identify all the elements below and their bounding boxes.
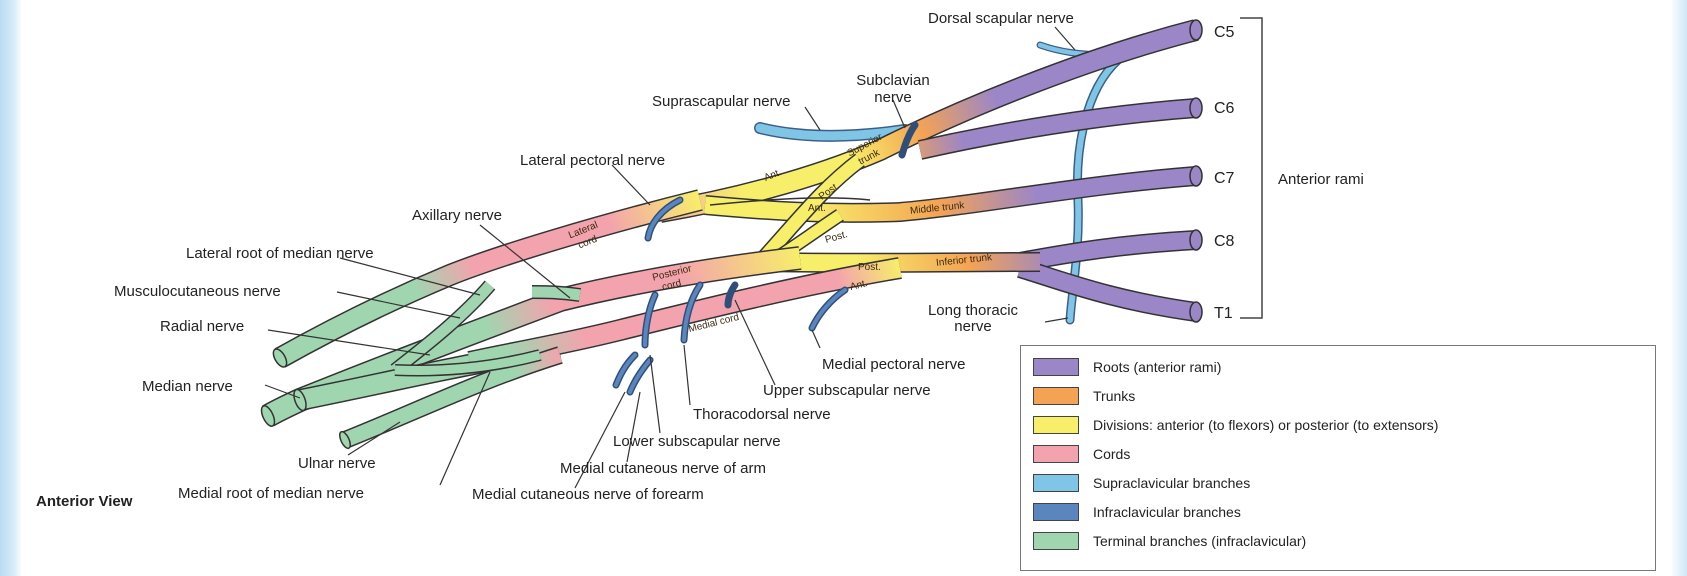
legend-swatch-terminal xyxy=(1033,532,1079,550)
legend-swatch-supraclavicular xyxy=(1033,474,1079,492)
radial-label: Radial nerve xyxy=(160,318,244,335)
legend-item-divisions: Divisions: anterior (to flexors) or post… xyxy=(1033,414,1653,438)
anterior-rami-bracket xyxy=(1240,18,1262,318)
subclavian-label-1: Subclavian xyxy=(848,72,938,89)
legend-label-trunks: Trunks xyxy=(1093,388,1135,404)
legend-label-cords: Cords xyxy=(1093,446,1130,462)
legend-swatch-trunks xyxy=(1033,387,1079,405)
ulnar-label: Ulnar nerve xyxy=(298,455,376,472)
legend: Roots (anterior rami) Trunks Divisions: … xyxy=(1020,345,1656,571)
legend-item-trunks: Trunks xyxy=(1033,385,1653,409)
root-caps xyxy=(1190,20,1202,322)
median-label: Median nerve xyxy=(142,378,233,395)
legend-swatch-divisions xyxy=(1033,416,1079,434)
legend-item-infraclavicular: Infraclavicular branches xyxy=(1033,501,1653,525)
post-label-3: Post. xyxy=(858,262,881,273)
suprascapular-label: Suprascapular nerve xyxy=(652,93,790,110)
lower-subscapular-label: Lower subscapular nerve xyxy=(613,433,781,450)
thoracodorsal-label: Thoracodorsal nerve xyxy=(693,406,831,423)
medial-cutaneous-forearm-label: Medial cutaneous nerve of forearm xyxy=(472,486,704,503)
anterior-rami-label: Anterior rami xyxy=(1278,171,1364,188)
legend-label-divisions: Divisions: anterior (to flexors) or post… xyxy=(1093,417,1438,433)
legend-item-cords: Cords xyxy=(1033,443,1653,467)
anterior-view-label: Anterior View xyxy=(36,493,132,510)
t1-label: T1 xyxy=(1214,305,1233,322)
legend-label-infraclavicular: Infraclavicular branches xyxy=(1093,504,1241,520)
legend-label-roots: Roots (anterior rami) xyxy=(1093,359,1221,375)
legend-item-roots: Roots (anterior rami) xyxy=(1033,356,1653,380)
c5-label: C5 xyxy=(1214,24,1234,41)
legend-item-terminal: Terminal branches (infraclavicular) xyxy=(1033,530,1653,554)
axillary-label: Axillary nerve xyxy=(412,207,502,224)
long-thoracic-label-2: nerve xyxy=(908,318,1038,335)
c6-label: C6 xyxy=(1214,100,1234,117)
lateral-pectoral-label: Lateral pectoral nerve xyxy=(520,152,665,169)
subclavian-label-2: nerve xyxy=(848,89,938,106)
ant-label-2: Ant. xyxy=(808,203,826,214)
legend-swatch-roots xyxy=(1033,358,1079,376)
legend-item-supraclavicular: Supraclavicular branches xyxy=(1033,472,1653,496)
musculocutaneous-label: Musculocutaneous nerve xyxy=(114,283,281,300)
legend-label-terminal: Terminal branches (infraclavicular) xyxy=(1093,533,1306,549)
medial-cutaneous-arm-label: Medial cutaneous nerve of arm xyxy=(560,460,766,477)
legend-swatch-cords xyxy=(1033,445,1079,463)
long-thoracic-label-1: Long thoracic xyxy=(908,302,1038,319)
upper-subscapular-label: Upper subscapular nerve xyxy=(763,382,931,399)
medial-root-median-label: Medial root of median nerve xyxy=(178,485,364,502)
c8-label: C8 xyxy=(1214,233,1234,250)
legend-swatch-infraclavicular xyxy=(1033,503,1079,521)
legend-label-supraclavicular: Supraclavicular branches xyxy=(1093,475,1250,491)
lateral-root-median-label: Lateral root of median nerve xyxy=(186,245,374,262)
c7-label: C7 xyxy=(1214,170,1234,187)
dorsal-scapular-label: Dorsal scapular nerve xyxy=(928,10,1074,27)
medial-pectoral-label: Medial pectoral nerve xyxy=(822,356,965,373)
